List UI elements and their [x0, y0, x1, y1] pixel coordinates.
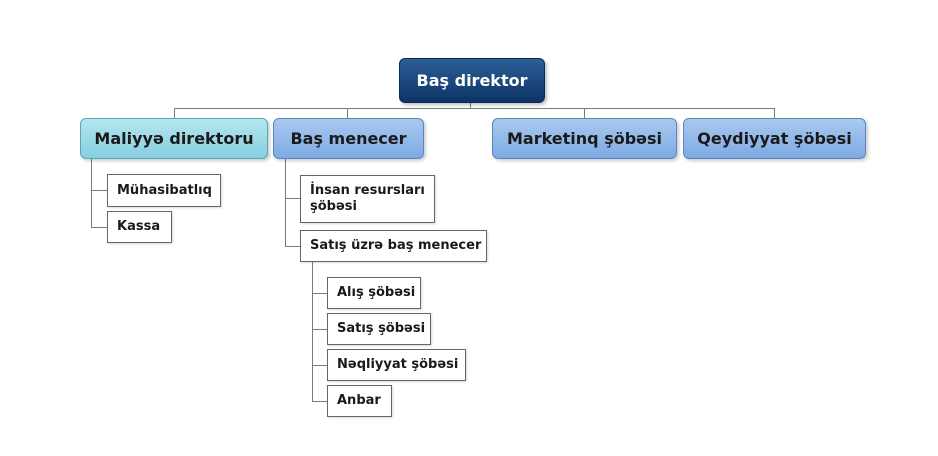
node-ceo: Baş direktor: [399, 58, 545, 103]
connector-sales-h1: [312, 293, 328, 294]
connector-sales-h2: [312, 329, 328, 330]
node-registration-department: Qeydiyyat şöbəsi: [683, 118, 866, 159]
connector-finance-h1: [91, 190, 108, 191]
connector-finance-h2: [91, 227, 108, 228]
node-sales-department: Satış şöbəsi: [327, 313, 431, 345]
node-general-manager: Baş menecer: [273, 118, 424, 159]
node-purchasing-department: Alış şöbəsi: [327, 277, 421, 309]
node-hr-department: İnsan resursları şöbəsi: [300, 175, 435, 223]
connector-manager-h1: [285, 198, 301, 199]
connector-manager-h2: [285, 246, 301, 247]
connector-manager-vertical: [285, 159, 286, 247]
connector-sales-h4: [312, 401, 328, 402]
connector-drop-1: [174, 108, 175, 119]
node-warehouse: Anbar: [327, 385, 392, 417]
connector-top-bus: [174, 108, 774, 109]
connector-sales-h3: [312, 365, 328, 366]
connector-drop-3: [584, 108, 585, 119]
connector-drop-4: [774, 108, 775, 119]
node-accounting: Mühasibatlıq: [107, 174, 221, 207]
node-sales-general-manager: Satış üzrə baş menecer: [300, 230, 487, 262]
node-transport-department: Nəqliyyat şöbəsi: [327, 349, 466, 381]
connector-sales-vertical: [312, 261, 313, 402]
node-cash-desk: Kassa: [107, 211, 172, 243]
connector-drop-2: [347, 108, 348, 119]
connector-root-down: [470, 102, 471, 109]
node-finance-director: Maliyyə direktoru: [80, 118, 268, 159]
connector-finance-vertical: [91, 159, 92, 227]
node-marketing-department: Marketinq şöbəsi: [492, 118, 677, 159]
